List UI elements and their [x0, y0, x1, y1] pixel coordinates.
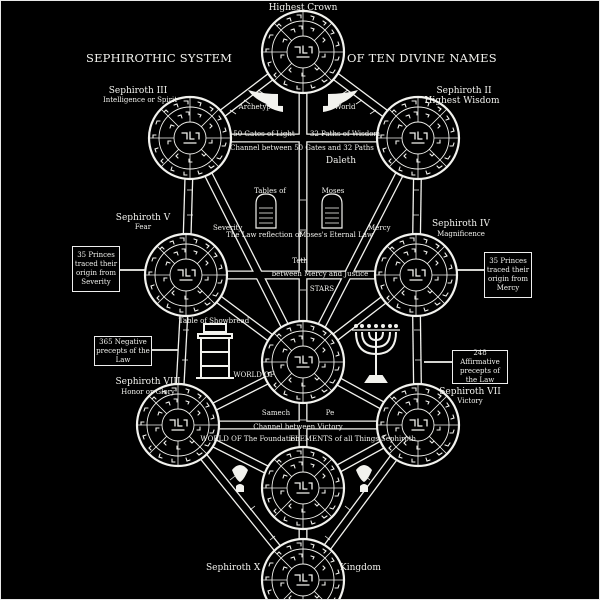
teth-label: Teth — [292, 257, 308, 265]
mercy-label: Mercy — [368, 224, 391, 232]
tables-of-label: Tables of — [254, 187, 286, 195]
menorah-icon — [352, 324, 400, 383]
sephiroth-5-label: Sephiroth V — [115, 213, 171, 223]
right-princes-box: 35 Princes traced their origin from Merc… — [484, 252, 532, 298]
moses-label: Moses — [321, 187, 345, 195]
sephiroth-7-label: Sephiroth VII — [439, 387, 501, 397]
channel-victory-label: Channel between Victory — [253, 423, 343, 431]
left-negative-precepts-box: 365 Negative precepts of the Law — [94, 336, 152, 366]
table-of-showbread-label: Table of Showbread — [178, 317, 250, 325]
daleth-label: Daleth — [325, 156, 357, 166]
mercy-justice-channel-label: between Mercy and Justice — [271, 270, 369, 278]
table-of-showbread-icon — [196, 323, 234, 379]
law-reflection-label: The Law reflection of — [226, 231, 302, 239]
sephiroth-2-label: Sephiroth II — [436, 86, 492, 96]
sephira-crown-wheel — [260, 9, 346, 95]
sephira-3-wheel — [147, 95, 233, 181]
severity-label: Severity — [213, 224, 243, 232]
sephiroth-3-sublabel: Intelligence or Spirit — [102, 96, 178, 104]
archetypal-label: Archetypal — [238, 103, 278, 111]
tables-of-moses-icon — [255, 193, 343, 229]
sephiroth-10-label: Sephiroth X — [206, 563, 261, 573]
crown-label: Highest Crown — [268, 3, 338, 13]
kingdom-label: Kingdom — [340, 563, 381, 573]
sephiroth-8-label: Sephiroth VIII — [115, 377, 181, 387]
sephiroth-3-label: Sephiroth III — [108, 86, 168, 96]
sephiroth-4-label: Sephiroth IV — [432, 219, 490, 229]
stars-label: STARS — [309, 285, 335, 293]
sephira-2-wheel — [375, 95, 461, 181]
world-label: World — [334, 103, 356, 111]
sephira-4-wheel — [373, 232, 459, 318]
eternal-law-label: Moses's Eternal Law — [299, 231, 373, 239]
sephira-6-wheel — [260, 319, 346, 405]
paths-of-wisdom-label: 32 Paths of Wisdom — [309, 130, 381, 138]
title-left: SEPHIROTHIC SYSTEM — [86, 51, 233, 65]
world-foundation-label: WORLD OF The Foundation — [200, 435, 300, 443]
gates-of-light-label: 50 Gates of Light — [233, 130, 295, 138]
sephira-8-wheel — [135, 382, 221, 468]
channel-gates-paths-label: Channel between 50 Gates and 32 Paths — [230, 144, 374, 152]
box-connectors — [118, 269, 486, 363]
elemental-figures-icon — [232, 465, 372, 492]
right-affirmative-precepts-box: 248 Affirmative precepts of the Law — [452, 349, 508, 384]
sephira-5-wheel — [143, 232, 229, 318]
sephiroth-8-sublabel: Honor or Glory — [121, 388, 175, 396]
sephiroth-7-sublabel: Victory — [457, 397, 483, 405]
sephiroth-2-sublabel: Highest Wisdom — [424, 96, 500, 106]
world-of-label: WORLD OF — [233, 371, 275, 379]
elements-label: ELEMENTS of all Things Sephiroth — [289, 435, 417, 443]
left-princes-box: 35 Princes traced their origin from Seve… — [72, 246, 120, 292]
sephira-9-wheel — [260, 445, 346, 531]
sephiroth-5-sublabel: Fear — [134, 223, 152, 231]
samech-label: Samech — [261, 409, 291, 417]
archetypal-wings-icon — [248, 90, 358, 112]
pe-label: Pe — [325, 409, 335, 417]
title-right: OF TEN DIVINE NAMES — [347, 51, 497, 65]
sephiroth-4-sublabel: Magnificence — [437, 230, 485, 238]
